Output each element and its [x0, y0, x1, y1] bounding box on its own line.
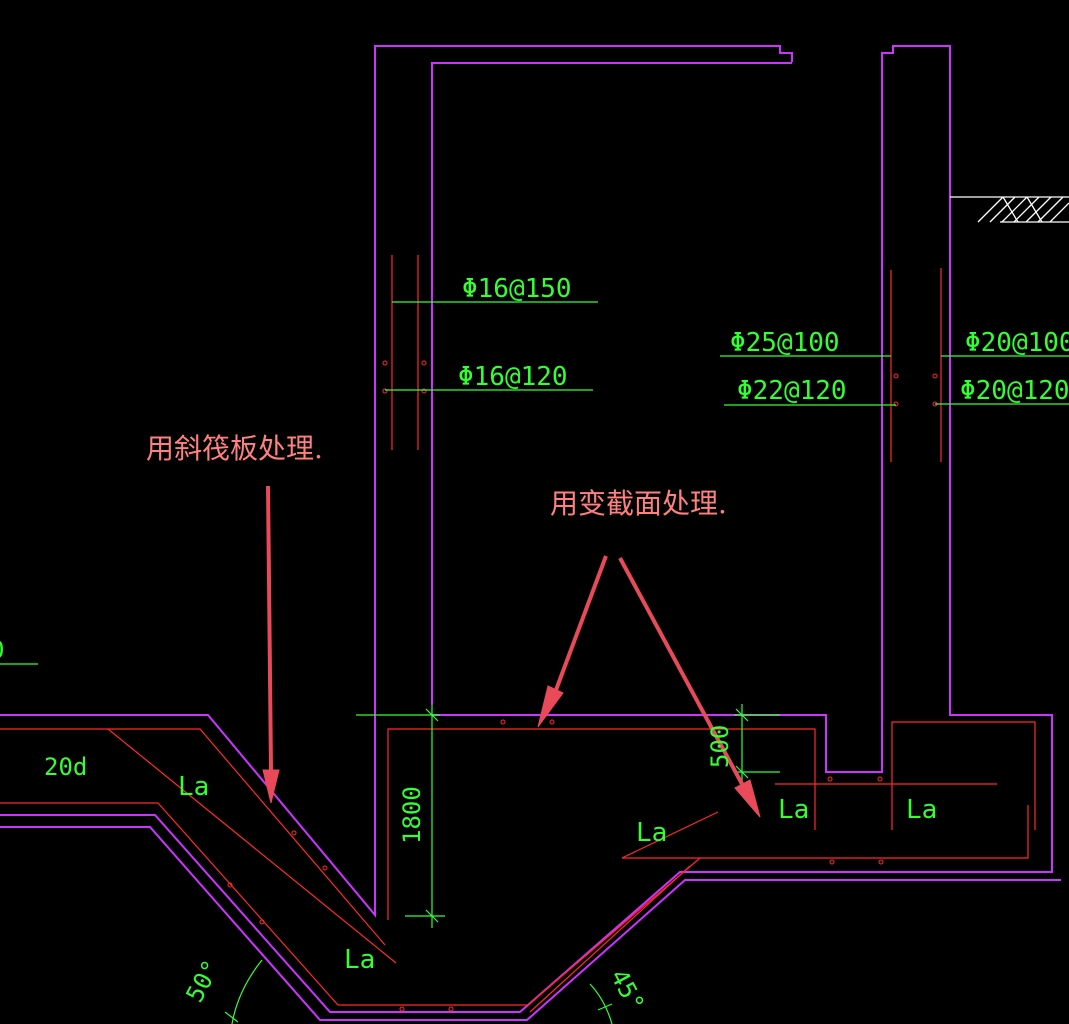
ground-hatch: [950, 196, 1069, 223]
structure-outline: [0, 45, 1061, 1021]
rebar-dots: [227, 360, 938, 1012]
note-variable-section: 用变截面处理.: [550, 487, 727, 520]
note-sloped-raft: 用斜筏板处理.: [146, 432, 323, 465]
arrow-head-sloped-raft: [262, 769, 280, 804]
notes: 用斜筏板处理. 用变截面处理.: [146, 432, 727, 520]
angle-right-label: 45°: [605, 965, 650, 1016]
rebar-label-left-wall-outer: Φ16@150: [462, 274, 572, 304]
angle-labels: 50° 45°: [181, 955, 650, 1016]
anchorage-20d-label: 20d: [44, 753, 87, 781]
anchorage-la-label: La: [906, 795, 937, 825]
anchorage-la-label: La: [636, 818, 667, 848]
rebar-label-right-wall-right-outer: Φ20@100: [965, 328, 1069, 358]
rebar-label-left-wall-inner: Φ16@120: [458, 362, 568, 392]
raft-bottom-edge: [0, 826, 1061, 1021]
edge-fragment-label: 0: [0, 636, 4, 664]
left-wall-outer-edge: [0, 45, 793, 918]
anchorage-la-label: La: [344, 945, 375, 975]
rebar-label-right-wall-right-inner: Φ20@120: [960, 376, 1069, 406]
rebar-label-right-wall-left-inner: Φ22@120: [737, 376, 847, 406]
rebar-labels: Φ16@150 Φ16@120 Φ25@100 Φ22@120 Φ20@100 …: [458, 274, 1069, 406]
rebar-lines: [0, 255, 1036, 1013]
anchorage-labels: La La La La La: [178, 772, 937, 975]
left-wall-inner-edge: [431, 62, 792, 705]
arrow-head-variable-section-right: [734, 779, 761, 818]
arrow-head-variable-section-left: [537, 685, 564, 728]
arrow-sloped-raft: [266, 485, 273, 771]
dimension-labels: 0 20d 1800 500: [0, 636, 734, 844]
arrow-variable-section-left: [554, 555, 608, 691]
raft-top-edge: [0, 45, 1053, 1013]
anchorage-la-label: La: [178, 772, 209, 802]
depth-1800-label: 1800: [398, 786, 426, 844]
annotation-arrows: [262, 485, 761, 818]
angle-left-label: 50°: [181, 955, 226, 1006]
dimension-lines: [0, 301, 1069, 1024]
depth-500-label: 500: [706, 725, 734, 768]
anchorage-la-label: La: [778, 795, 809, 825]
arrow-variable-section-right: [618, 557, 744, 785]
rebar-label-right-wall-left-outer: Φ25@100: [730, 328, 840, 358]
